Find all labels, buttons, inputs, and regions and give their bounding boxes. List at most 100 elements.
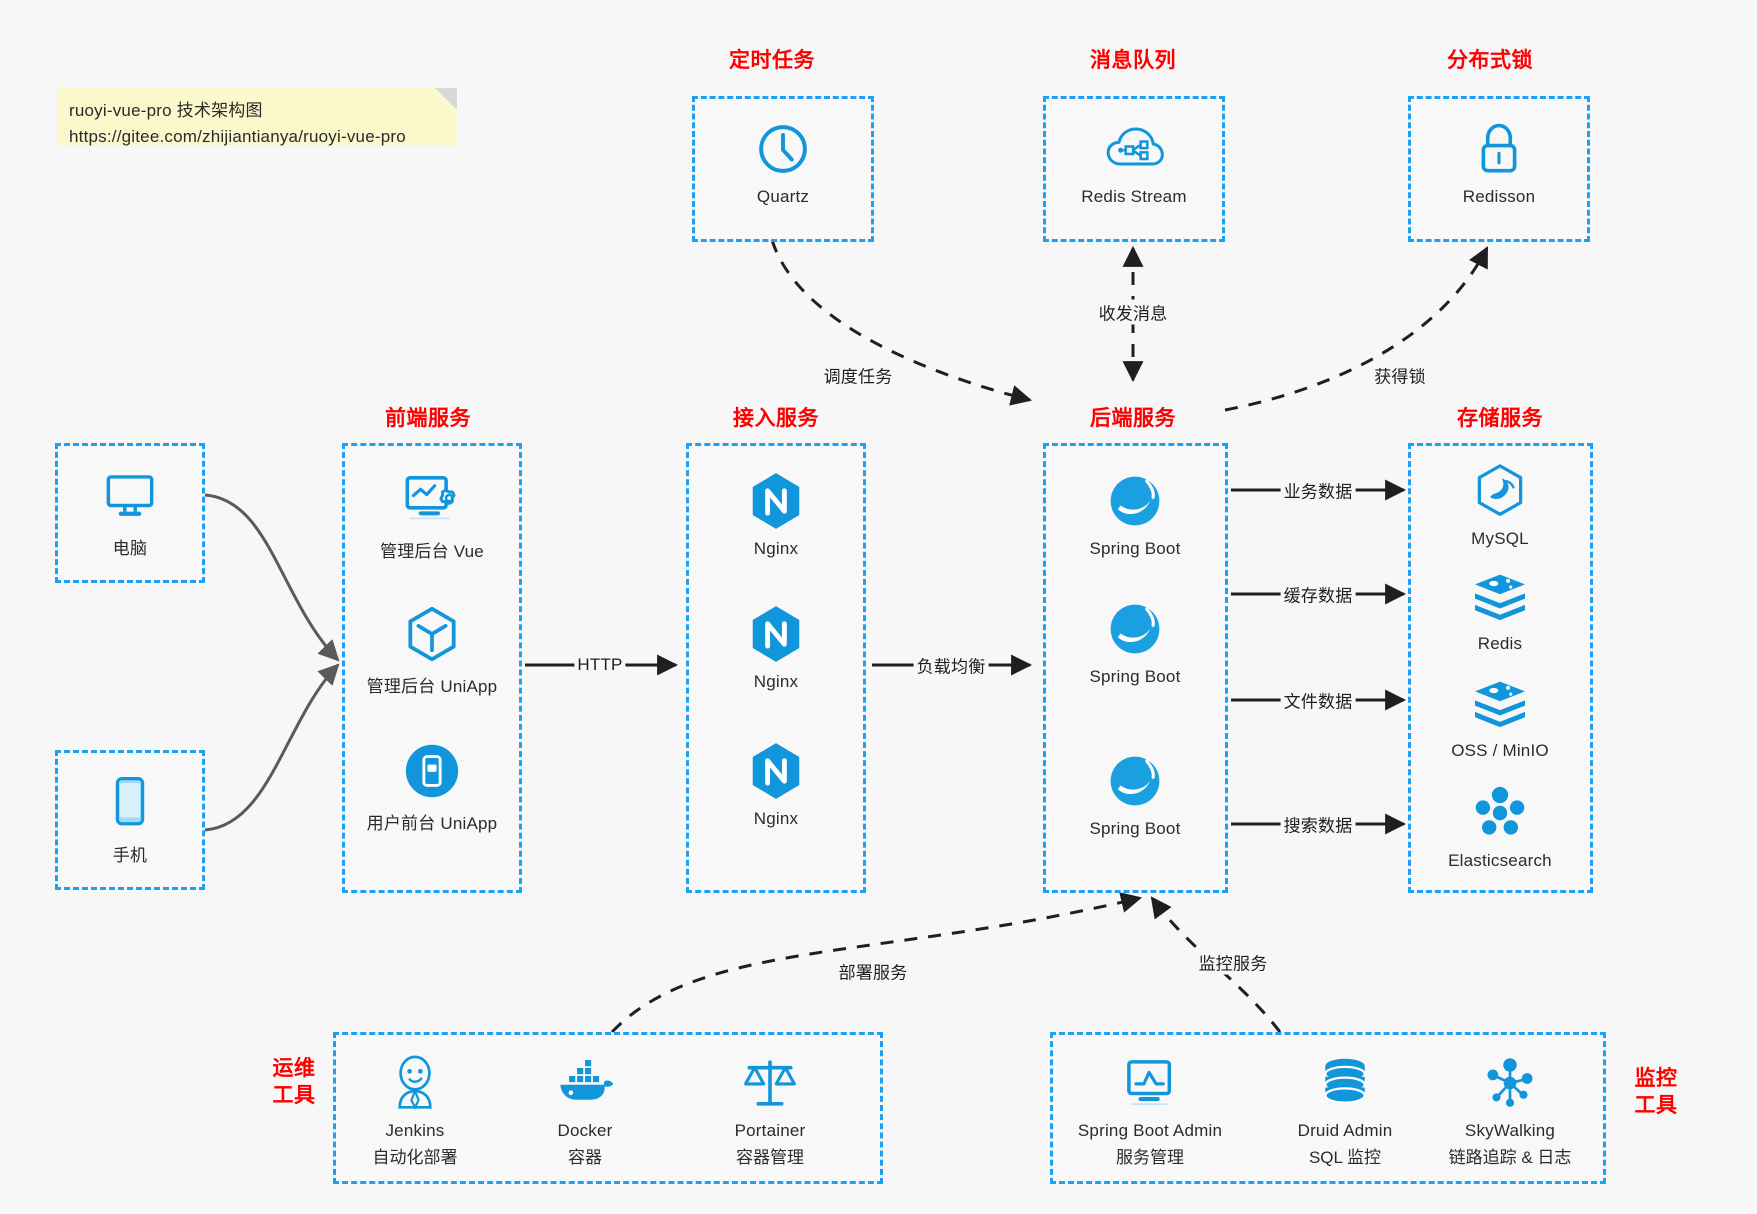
node-label: Redis Stream — [1081, 187, 1187, 206]
group-title-backend: 后端服务 — [1090, 407, 1176, 430]
group-title-mq: 消息队列 — [1090, 49, 1176, 72]
node-label: Elasticsearch — [1448, 851, 1552, 870]
jenkins-butler-icon — [315, 1052, 515, 1114]
node-label: Portainer — [734, 1121, 806, 1140]
spring-boot-icon — [1060, 750, 1210, 812]
node-label: SkyWalking — [1464, 1121, 1556, 1140]
edge-label-mq-send-receive: 收发消息 — [1095, 299, 1171, 325]
node-user-uniapp[interactable]: 用户前台 UniApp — [357, 740, 507, 834]
edge-label-search-data: 搜索数据 — [1280, 811, 1356, 837]
group-title-scheduler: 定时任务 — [729, 49, 815, 72]
node-nginx-1[interactable]: Nginx — [701, 470, 851, 559]
node-quartz[interactable]: Quartz — [708, 118, 858, 207]
mobile-phone-icon — [55, 772, 205, 834]
phone-app-icon — [357, 740, 507, 802]
cloud-stream-icon — [1059, 118, 1209, 180]
cube-icon — [357, 603, 507, 665]
node-label: MySQL — [1471, 529, 1529, 548]
node-spring-boot-admin[interactable]: Spring Boot Admin 服务管理 — [1050, 1052, 1250, 1168]
elasticsearch-icon — [1425, 782, 1575, 844]
edge-label-cache-data: 缓存数据 — [1280, 581, 1356, 607]
node-portainer[interactable]: Portainer 容器管理 — [670, 1052, 870, 1168]
node-sublabel: SQL 监控 — [1308, 1148, 1382, 1167]
node-spring-boot-2[interactable]: Spring Boot — [1060, 598, 1210, 687]
node-sublabel: 服务管理 — [1116, 1148, 1184, 1167]
node-label: Nginx — [753, 809, 799, 828]
node-skywalking[interactable]: SkyWalking 链路追踪 & 日志 — [1410, 1052, 1610, 1168]
node-nginx-3[interactable]: Nginx — [701, 740, 851, 829]
node-mobile[interactable]: 手机 — [55, 772, 205, 866]
node-label: Redisson — [1462, 187, 1536, 206]
note-fold-corner — [435, 88, 457, 110]
node-spring-boot-3[interactable]: Spring Boot — [1060, 750, 1210, 839]
node-label: Spring Boot — [1089, 819, 1181, 838]
group-title-monitor-line2: 工具 — [1634, 1094, 1678, 1118]
edge-schedule-task — [770, 239, 1033, 406]
group-title-monitor: 监控 工具 — [1620, 1065, 1692, 1120]
node-admin-uniapp[interactable]: 管理后台 UniApp — [357, 603, 507, 697]
edge-label-monitor-service: 监控服务 — [1195, 949, 1271, 975]
node-label: 手机 — [112, 846, 148, 865]
spring-boot-icon — [1060, 470, 1210, 532]
node-label: 用户前台 UniApp — [366, 814, 498, 833]
spring-boot-icon — [1060, 598, 1210, 660]
node-redisson[interactable]: Redisson — [1424, 118, 1574, 207]
node-desktop[interactable]: 电脑 — [55, 465, 205, 559]
node-label: Quartz — [756, 187, 810, 206]
note-url: https://gitee.com/zhijiantianya/ruoyi-vu… — [69, 127, 406, 147]
group-box-frontend — [342, 443, 522, 893]
edge-desktop-to-frontend — [204, 493, 340, 662]
node-redis[interactable]: Redis — [1425, 565, 1575, 654]
node-sublabel: 容器 — [568, 1148, 602, 1167]
node-spring-boot-1[interactable]: Spring Boot — [1060, 470, 1210, 559]
redis-stack-icon — [1425, 565, 1575, 627]
edge-label-schedule-task: 调度任务 — [820, 362, 896, 388]
node-sublabel: 链路追踪 & 日志 — [1448, 1148, 1572, 1167]
scales-icon — [670, 1052, 870, 1114]
edge-label-deploy-service: 部署服务 — [835, 958, 911, 984]
group-box-monitor — [1050, 1032, 1606, 1184]
node-mysql[interactable]: MySQL — [1425, 460, 1575, 549]
nginx-icon — [701, 470, 851, 532]
node-jenkins[interactable]: Jenkins 自动化部署 — [315, 1052, 515, 1168]
node-label: Jenkins — [385, 1121, 445, 1140]
nginx-icon — [701, 740, 851, 802]
node-label: OSS / MinIO — [1451, 741, 1549, 760]
node-label: 电脑 — [112, 539, 148, 558]
group-title-devops: 运维 工具 — [258, 1055, 330, 1110]
edge-mobile-to-frontend — [204, 663, 340, 832]
node-label: Docker — [557, 1121, 613, 1140]
node-redis-stream[interactable]: Redis Stream — [1059, 118, 1209, 207]
mysql-dolphin-icon — [1425, 460, 1575, 522]
clock-icon — [708, 118, 858, 180]
node-graph-icon — [1410, 1052, 1610, 1114]
node-label: Redis — [1477, 634, 1523, 653]
group-title-devops-line2: 工具 — [272, 1084, 316, 1108]
edge-label-business-data: 业务数据 — [1280, 477, 1356, 503]
edge-label-loadbalance: 负载均衡 — [913, 652, 989, 678]
node-admin-vue[interactable]: 管理后台 Vue — [357, 468, 507, 562]
group-box-scheduler — [692, 96, 874, 242]
note-title: ruoyi-vue-pro 技术架构图 — [69, 101, 263, 120]
group-title-lock: 分布式锁 — [1447, 49, 1533, 72]
padlock-icon — [1424, 118, 1574, 180]
group-title-gateway: 接入服务 — [733, 407, 819, 430]
node-nginx-2[interactable]: Nginx — [701, 603, 851, 692]
desktop-monitor-icon — [55, 465, 205, 527]
node-oss-minio[interactable]: OSS / MinIO — [1425, 672, 1575, 761]
node-sublabel: 容器管理 — [736, 1148, 804, 1167]
node-label: Spring Boot Admin — [1077, 1121, 1223, 1140]
dashboard-gear-icon — [357, 468, 507, 530]
node-label: Spring Boot — [1089, 539, 1181, 558]
docker-whale-icon — [485, 1052, 685, 1114]
database-cylinder-icon — [1245, 1052, 1445, 1114]
node-elasticsearch[interactable]: Elasticsearch — [1425, 782, 1575, 871]
nginx-icon — [701, 603, 851, 665]
edge-acquire-lock — [1224, 246, 1489, 412]
edge-label-file-data: 文件数据 — [1280, 687, 1356, 713]
node-label: 管理后台 Vue — [380, 542, 484, 561]
node-sublabel: 自动化部署 — [372, 1148, 458, 1167]
node-docker[interactable]: Docker 容器 — [485, 1052, 685, 1168]
node-druid-admin[interactable]: Druid Admin SQL 监控 — [1245, 1052, 1445, 1168]
